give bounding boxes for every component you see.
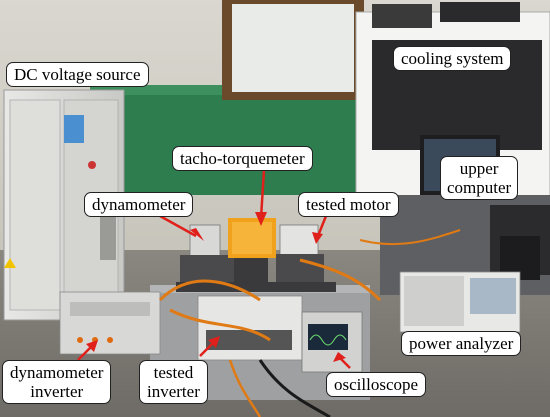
label-dynamometer-inverter: dynamometer inverter — [2, 360, 112, 404]
label-dynamometer-inverter-line2: inverter — [30, 382, 84, 401]
label-tested-inverter-line1: tested — [153, 363, 194, 382]
label-tested-motor-text: tested motor — [306, 195, 391, 214]
label-dynamometer-text: dynamometer — [92, 195, 186, 214]
label-tacho-torquemeter-text: tacho-torquemeter — [180, 149, 305, 168]
label-upper-computer-line2: computer — [447, 178, 512, 197]
label-tested-inverter-line2: inverter — [147, 382, 200, 401]
label-upper-computer-line1: upper — [459, 159, 499, 178]
label-dynamometer: dynamometer — [84, 192, 194, 217]
label-power-analyzer: power analyzer — [401, 331, 522, 356]
label-tested-inverter: tested inverter — [139, 360, 208, 404]
label-oscilloscope-text: oscilloscope — [334, 375, 419, 394]
label-cooling-system-text: cooling system — [401, 49, 504, 68]
label-oscilloscope: oscilloscope — [326, 372, 427, 397]
label-tested-motor: tested motor — [298, 192, 399, 217]
label-dc-voltage-source-text: DC voltage source — [14, 65, 141, 84]
label-tacho-torquemeter: tacho-torquemeter — [172, 146, 313, 171]
label-dynamometer-inverter-line1: dynamometer — [10, 363, 104, 382]
label-upper-computer: upper computer — [440, 156, 519, 200]
label-power-analyzer-text: power analyzer — [409, 334, 514, 353]
label-dc-voltage-source: DC voltage source — [6, 62, 149, 87]
label-cooling-system: cooling system — [393, 46, 512, 71]
annotation-arrows — [77, 169, 351, 369]
